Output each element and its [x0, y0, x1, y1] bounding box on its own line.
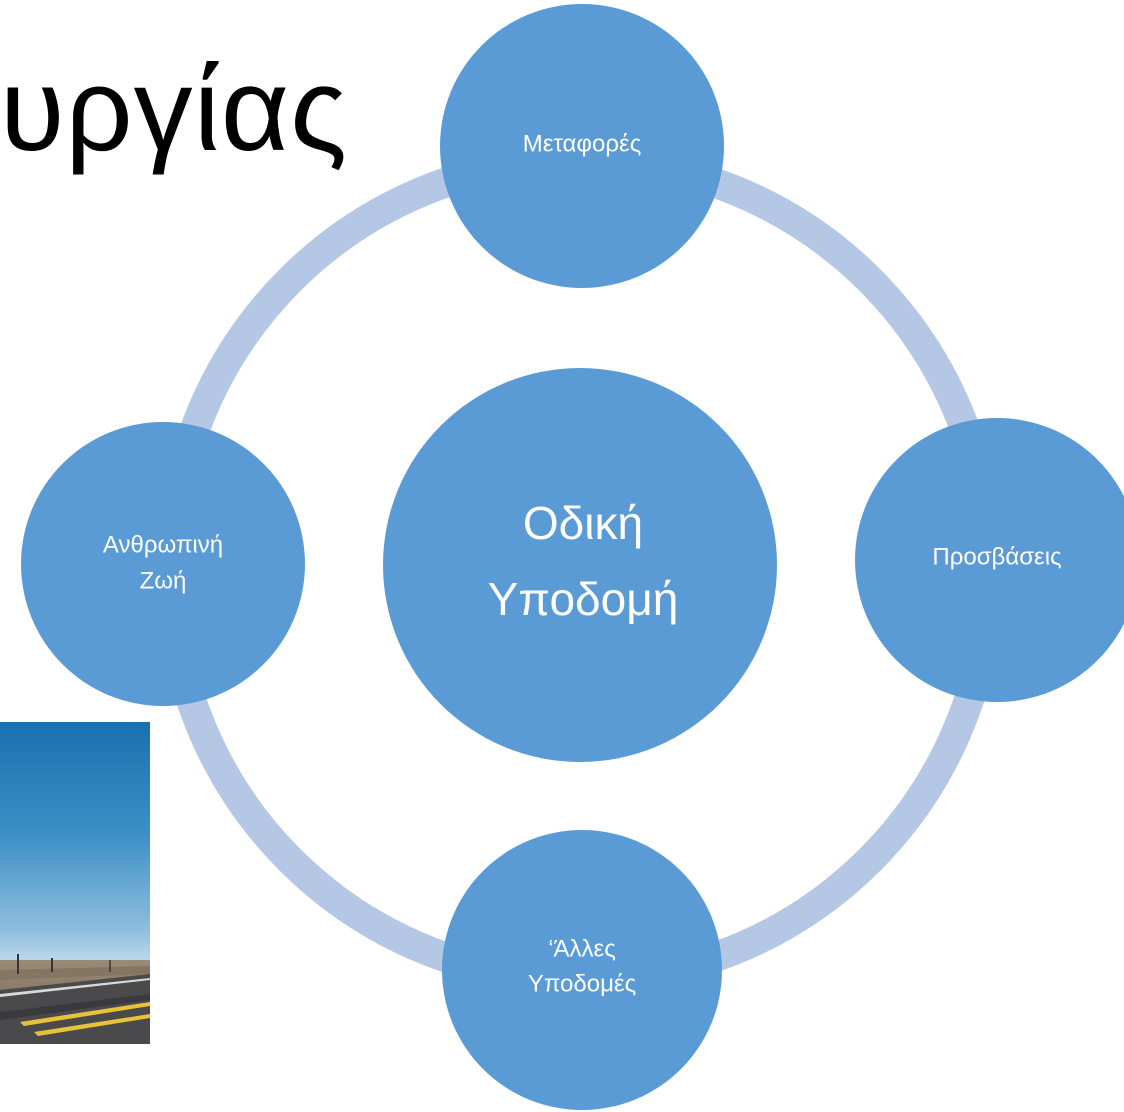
node-left: Ανθρωπινή Ζωή — [21, 422, 305, 706]
node-left-label-line2: Ζωή — [140, 567, 187, 594]
slide-title-fragment: υργίας — [0, 44, 348, 176]
center-node: Οδική Υποδομή — [383, 368, 777, 762]
node-right: Προσβάσεις — [855, 418, 1124, 702]
node-bottom: ‘Άλλες Υποδομές — [442, 830, 722, 1110]
node-top: Μεταφορές — [440, 4, 724, 288]
center-node-label-line2: Υποδομή — [488, 573, 679, 625]
node-left-label-line1: Ανθρωπινή — [103, 531, 223, 558]
center-node-label-line1: Οδική — [523, 497, 643, 549]
node-top-label: Μεταφορές — [523, 130, 642, 157]
node-right-label: Προσβάσεις — [932, 543, 1061, 570]
road-photo — [0, 722, 150, 1044]
road-photo-image — [0, 722, 150, 1044]
node-bottom-label-line1: ‘Άλλες — [548, 935, 616, 962]
node-bottom-label-line2: Υποδομές — [528, 970, 636, 997]
